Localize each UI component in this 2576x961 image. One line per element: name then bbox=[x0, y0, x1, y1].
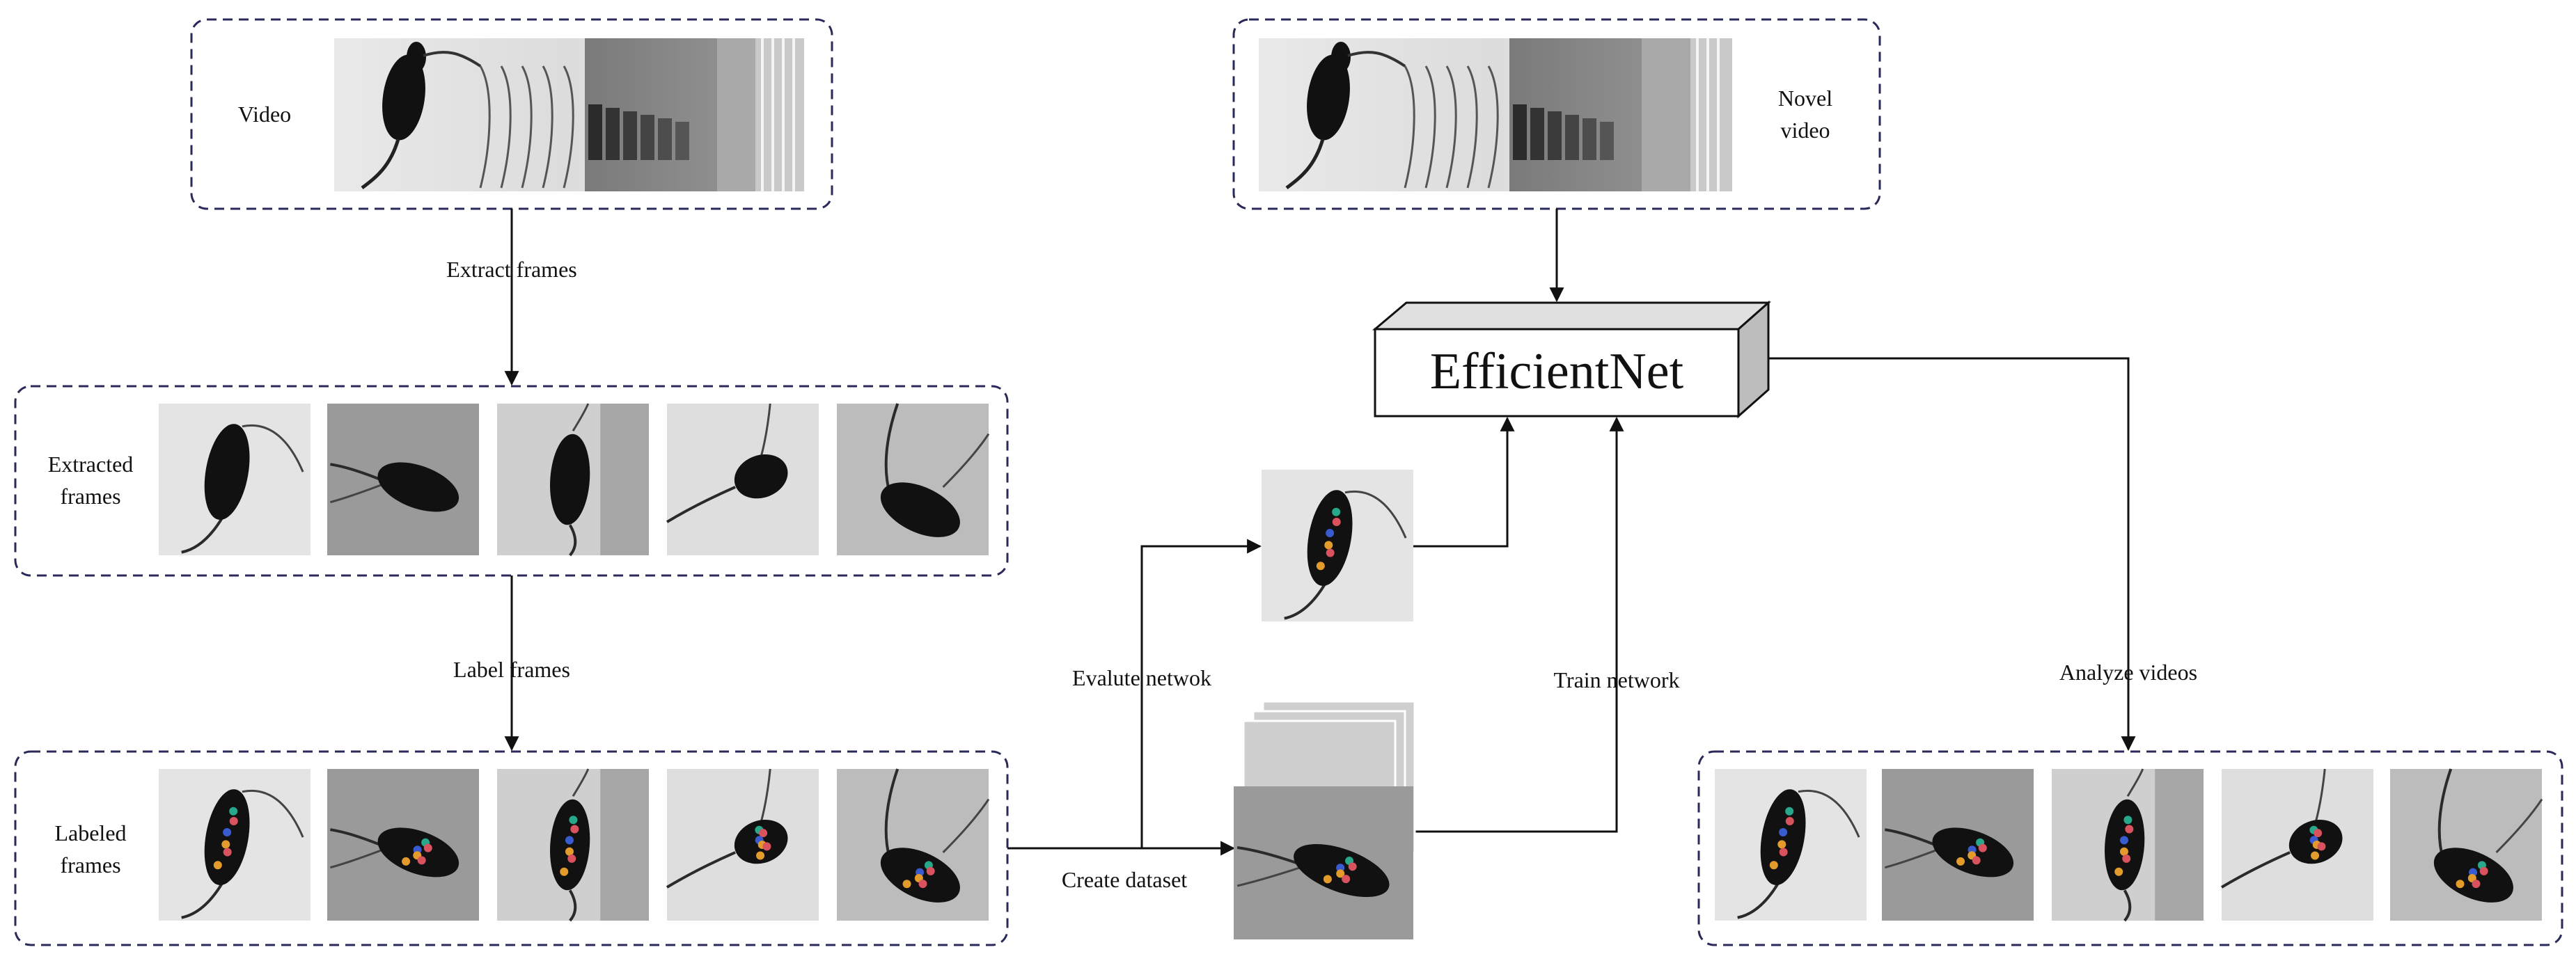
train-network-arrow bbox=[1413, 416, 1624, 833]
keypoint-marker bbox=[223, 848, 232, 857]
extracted-frames-group bbox=[14, 385, 1009, 577]
keypoint-marker bbox=[417, 856, 426, 865]
dataset-front-frame bbox=[1234, 786, 1413, 939]
keypoint-marker bbox=[2314, 829, 2323, 838]
analyzed-frame bbox=[1715, 769, 1867, 921]
keypoint-marker bbox=[567, 854, 576, 863]
extracted-frame bbox=[497, 403, 649, 557]
keypoint-marker bbox=[402, 857, 411, 866]
analyze-videos-arrow bbox=[1768, 357, 2136, 752]
keypoint-marker bbox=[1332, 507, 1341, 516]
labeled-frames-label-line2: frames bbox=[60, 852, 120, 877]
keypoint-marker bbox=[565, 847, 574, 856]
keypoint-marker bbox=[1324, 541, 1333, 550]
analyzed-frame bbox=[1882, 769, 2034, 921]
eval-to-model-arrow bbox=[1413, 416, 1515, 548]
frame-thumbnails bbox=[159, 403, 2543, 939]
keypoint-marker bbox=[1326, 529, 1335, 538]
efficientnet-label: EfficientNet bbox=[1430, 343, 1684, 400]
keypoint-marker bbox=[2125, 825, 2134, 834]
keypoint-marker bbox=[423, 843, 432, 852]
extracted-frame bbox=[666, 403, 819, 555]
mouse-silhouette bbox=[361, 42, 482, 189]
analyzed-frames-group bbox=[1697, 750, 2563, 946]
keypoint-marker bbox=[2456, 880, 2465, 889]
labeled-frame bbox=[159, 769, 311, 921]
keypoint-marker bbox=[1348, 862, 1357, 871]
keypoint-marker bbox=[762, 842, 771, 851]
keypoint-marker bbox=[2119, 836, 2128, 845]
keypoint-marker bbox=[902, 880, 911, 889]
extracted-frames-label-line1: Extracted bbox=[48, 452, 134, 477]
connectors bbox=[504, 209, 2136, 856]
keypoint-marker bbox=[569, 816, 578, 825]
labeled-frame bbox=[837, 768, 990, 921]
keypoint-marker bbox=[2472, 880, 2481, 889]
evaluate-network-arrow bbox=[1140, 539, 1262, 848]
keypoint-marker bbox=[223, 828, 232, 837]
keypoint-marker bbox=[229, 807, 238, 816]
keypoint-marker bbox=[560, 867, 569, 876]
keypoint-marker bbox=[759, 829, 768, 838]
keypoint-marker bbox=[1332, 518, 1341, 527]
keypoint-marker bbox=[570, 825, 579, 834]
keypoint-marker bbox=[213, 861, 222, 870]
novel-video-label-line1: Novel bbox=[1778, 86, 1832, 111]
keypoint-marker bbox=[1978, 843, 1987, 852]
extracted-frame bbox=[159, 404, 311, 555]
keypoint-marker bbox=[1769, 861, 1778, 870]
keypoint-marker bbox=[229, 817, 238, 826]
video-strip bbox=[334, 38, 804, 191]
keypoint-marker bbox=[2119, 847, 2128, 856]
labeled-frame bbox=[497, 768, 649, 922]
keypoint-marker bbox=[1323, 875, 1332, 884]
efficientnet-model-box: EfficientNet bbox=[1372, 300, 1771, 419]
keypoint-marker bbox=[1785, 807, 1794, 816]
keypoint-marker bbox=[2311, 851, 2320, 860]
keypoint-marker bbox=[1342, 875, 1351, 884]
analyzed-frame bbox=[2390, 768, 2543, 921]
evaluation-frame bbox=[1262, 470, 1413, 621]
keypoint-marker bbox=[565, 836, 574, 845]
keypoint-marker bbox=[1336, 869, 1345, 878]
analyzed-frame bbox=[2052, 768, 2204, 922]
keypoint-marker bbox=[1777, 840, 1786, 849]
keypoint-marker bbox=[1956, 857, 1965, 866]
novel-video-label-line2: video bbox=[1780, 118, 1830, 143]
keypoint-marker bbox=[1326, 548, 1335, 557]
keypoint-marker bbox=[2317, 842, 2326, 851]
labeled-frame bbox=[666, 768, 819, 921]
video-label: Video bbox=[238, 102, 291, 127]
keypoint-marker bbox=[221, 840, 230, 849]
keypoint-marker bbox=[1785, 817, 1794, 826]
novel-video-strip bbox=[1259, 38, 1732, 191]
keypoint-marker bbox=[1779, 848, 1788, 857]
keypoint-marker bbox=[2122, 854, 2131, 863]
labeled-frames-group bbox=[14, 750, 1009, 946]
keypoint-marker bbox=[1316, 562, 1325, 571]
extracted-frame bbox=[837, 403, 990, 555]
mouse-silhouette bbox=[1285, 42, 1406, 189]
keypoint-marker bbox=[2123, 816, 2133, 825]
keypoint-marker bbox=[918, 880, 927, 889]
keypoint-marker bbox=[2114, 867, 2123, 876]
keypoint-marker bbox=[1972, 856, 1981, 865]
keypoint-marker bbox=[2479, 866, 2488, 875]
analyzed-frame bbox=[2220, 768, 2373, 921]
keypoint-marker bbox=[756, 851, 765, 860]
keypoint-marker bbox=[926, 866, 935, 875]
labeled-frame bbox=[327, 769, 479, 921]
extracted-frames-label-line2: frames bbox=[60, 484, 120, 509]
create-dataset-label: Create dataset bbox=[1062, 867, 1187, 892]
extracted-frame bbox=[327, 404, 479, 555]
labeled-frames-label-line1: Labeled bbox=[54, 820, 126, 845]
keypoint-marker bbox=[1779, 828, 1788, 837]
